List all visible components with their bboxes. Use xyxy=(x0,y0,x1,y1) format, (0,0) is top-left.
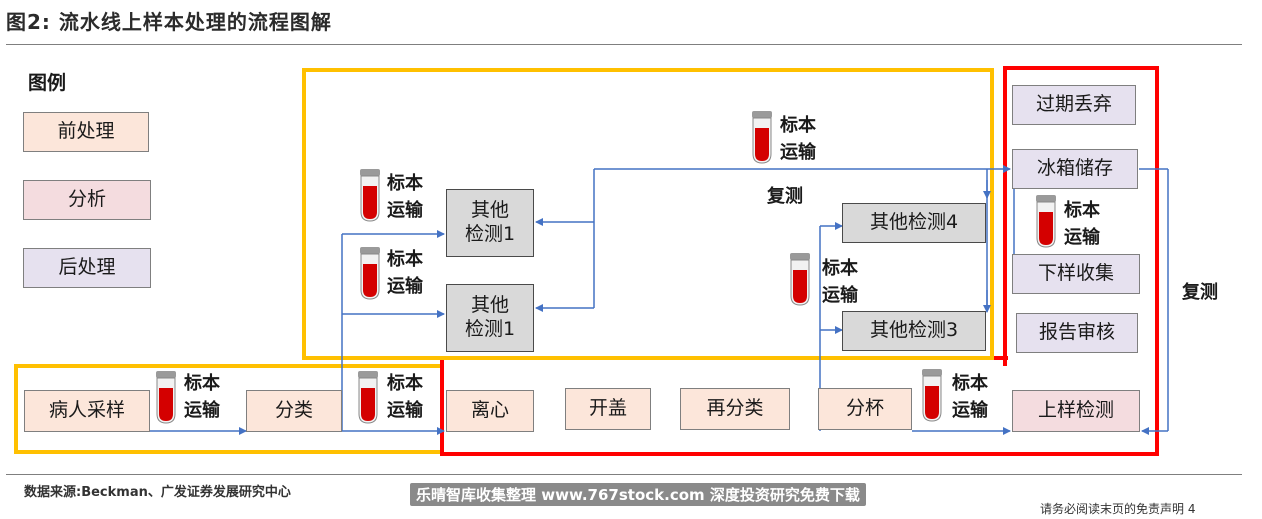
node-fridge-storage: 冰箱储存 xyxy=(1012,149,1138,189)
node-centrifuge: 离心 xyxy=(446,390,534,432)
transport-label: 标本 运输 xyxy=(822,258,858,306)
node-load-test: 上样检测 xyxy=(1012,390,1140,432)
retest-label-top: 复测 xyxy=(767,186,803,207)
red-frame-right xyxy=(1003,66,1159,366)
legend-heading: 图例 xyxy=(28,72,67,94)
node-other-test-3: 其他检测3 xyxy=(842,311,986,351)
yellow-frame-top xyxy=(302,68,994,360)
sample-tube-icon xyxy=(358,246,382,300)
data-source: 数据来源:Beckman、广发证券发展研究中心 xyxy=(24,485,291,500)
node-aliquot: 分杯 xyxy=(818,388,912,430)
footer-divider xyxy=(6,474,1242,475)
sample-tube-icon xyxy=(750,110,774,164)
node-other-test-1a: 其他 检测1 xyxy=(446,189,534,257)
figure-title: 图2: 流水线上样本处理的流程图解 xyxy=(6,10,332,34)
node-unload-collect: 下样收集 xyxy=(1012,254,1140,294)
transport-label: 标本 运输 xyxy=(387,249,423,297)
node-expired-discard: 过期丢弃 xyxy=(1012,85,1136,125)
legend-pre-processing: 前处理 xyxy=(23,112,149,152)
sample-tube-icon xyxy=(358,168,382,222)
transport-label: 标本 运输 xyxy=(780,115,816,163)
transport-label: 标本 运输 xyxy=(387,373,423,421)
sample-tube-icon xyxy=(1034,194,1058,248)
sample-tube-icon xyxy=(920,368,944,422)
legend-analysis: 分析 xyxy=(23,180,151,220)
node-classify: 分类 xyxy=(246,390,342,432)
sample-tube-icon xyxy=(356,370,380,424)
watermark: 乐晴智库收集整理 www.767stock.com 深度投资研究免费下载 xyxy=(410,483,866,506)
transport-label: 标本 运输 xyxy=(1064,200,1100,248)
sample-tube-icon xyxy=(788,252,812,306)
node-other-test-4: 其他检测4 xyxy=(842,203,986,243)
transport-label: 标本 运输 xyxy=(184,373,220,421)
node-other-test-1b: 其他 检测1 xyxy=(446,284,534,352)
title-divider xyxy=(6,44,1242,45)
node-report-review: 报告审核 xyxy=(1016,313,1138,353)
node-patient-sampling: 病人采样 xyxy=(24,390,150,432)
node-uncap: 开盖 xyxy=(565,388,651,430)
retest-label-right: 复测 xyxy=(1182,282,1218,303)
legend-post-processing: 后处理 xyxy=(23,248,151,288)
transport-label: 标本 运输 xyxy=(952,373,988,421)
disclaimer: 请务必阅读末页的免责声明 4 xyxy=(1040,502,1196,516)
red-frame-joint xyxy=(994,356,1008,360)
red-frame-bottom xyxy=(440,360,1159,456)
node-reclassify: 再分类 xyxy=(680,388,790,430)
sample-tube-icon xyxy=(154,370,178,424)
transport-label: 标本 运输 xyxy=(387,173,423,221)
